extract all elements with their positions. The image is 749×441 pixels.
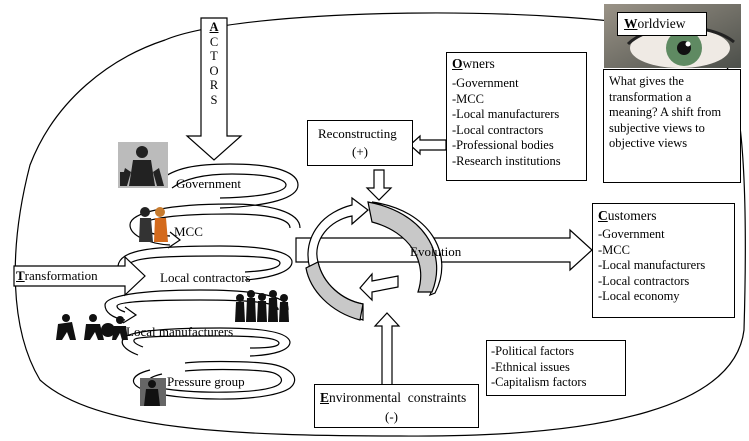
mcc-label: MCC: [174, 224, 203, 239]
local-contractors-label: Local contractors: [160, 270, 251, 285]
local-manufacturers-label: Local manufacturers: [126, 324, 234, 339]
local-contractors-loop: [117, 245, 293, 281]
reconstructing-box: Reconstructing (+): [307, 120, 413, 166]
customers-first-letter: C: [598, 208, 608, 223]
owners-item: -MCC: [452, 91, 484, 106]
actors-letter: S: [210, 92, 218, 107]
environmental-factor: -Ethnical issues: [491, 359, 570, 374]
evolution-arrow: [295, 228, 593, 272]
owners-item: -Local manufacturers: [452, 107, 560, 121]
pressure-group-label: Pressure group: [167, 374, 245, 389]
owners-item: -Local contractors: [452, 122, 544, 137]
actors-first-letter: A: [209, 20, 219, 34]
worldview-description: What gives the transformation a meaning?…: [609, 74, 722, 150]
customers-item: -Local economy: [598, 289, 680, 303]
owners-first-letter: O: [452, 56, 463, 71]
government-label: Government: [176, 176, 241, 191]
environmental-factor: -Capitalism factors: [491, 375, 587, 389]
environmental-sign: (-): [385, 409, 398, 424]
transformation-arrow: [13, 255, 146, 297]
customers-item: -MCC: [598, 242, 630, 257]
environmental-first-letter: E: [320, 390, 330, 405]
worldview-title-box: Worldview: [617, 12, 707, 36]
environmental-factor: -Political factors: [491, 344, 574, 358]
reconstructing-sign: (+): [352, 144, 368, 159]
worldview-title: Worldview: [624, 16, 686, 32]
evolution-cycle: [305, 196, 443, 321]
owners-to-reconstructing-arrow: [409, 134, 447, 156]
customers-title: Customers: [598, 208, 657, 224]
transformation-label: Transformation: [16, 268, 98, 284]
environmental-factors-box: -Political factors -Ethnical issues -Cap…: [486, 340, 626, 396]
environmental-rest: nvironmental constraints: [329, 390, 467, 405]
owners-box: Owners -Government -MCC -Local manufactu…: [446, 52, 587, 181]
mcc-workers-icon: [139, 207, 168, 242]
evolution-label: Evolution: [410, 244, 462, 259]
government-people-icon: [118, 142, 168, 188]
owners-item: -Government: [452, 76, 519, 90]
environmental-title: Environmental constraints: [320, 390, 466, 406]
reconstructing-down-arrow: [365, 169, 393, 201]
owners-item: -Professional bodies: [452, 138, 554, 152]
actors-arrow: [185, 17, 243, 161]
reconstructing-label: Reconstructing: [318, 126, 397, 141]
actors-letter: C: [209, 34, 219, 49]
customers-item: -Government: [598, 227, 665, 241]
environmental-up-arrow: [373, 312, 401, 388]
environmental-factors-list: -Political factors -Ethnical issues -Cap…: [491, 344, 586, 391]
customers-list: -Government -MCC -Local manufacturers -L…: [598, 227, 705, 305]
owners-list: -Government -MCC -Local manufacturers -L…: [452, 76, 561, 169]
customers-box: Customers -Government -MCC -Local manufa…: [592, 203, 735, 318]
worldview-rest: orldview: [637, 16, 686, 31]
actors-letter: R: [209, 78, 219, 93]
actors-letter: O: [209, 63, 219, 78]
owners-title: Owners: [452, 56, 495, 72]
pressure-group-icon: [140, 378, 166, 406]
contractors-crowd-icon: [235, 290, 289, 322]
owners-rest: wners: [462, 56, 495, 71]
actors-letter: T: [210, 49, 218, 64]
transformation-rest: ransformation: [24, 268, 98, 283]
customers-rest: ustomers: [607, 208, 657, 223]
transformation-first-letter: T: [16, 268, 25, 283]
worldview-description-box: What gives the transformation a meaning?…: [603, 69, 741, 183]
owners-item: -Research institutions: [452, 153, 561, 168]
manufacturers-workers-icon: [56, 314, 128, 340]
customers-item: -Local contractors: [598, 273, 690, 288]
actors-label: A C T O R S: [203, 20, 225, 108]
worldview-first-letter: W: [624, 16, 638, 31]
customers-item: -Local manufacturers: [598, 258, 706, 272]
environmental-constraints-box: Environmental constraints (-): [314, 384, 479, 428]
